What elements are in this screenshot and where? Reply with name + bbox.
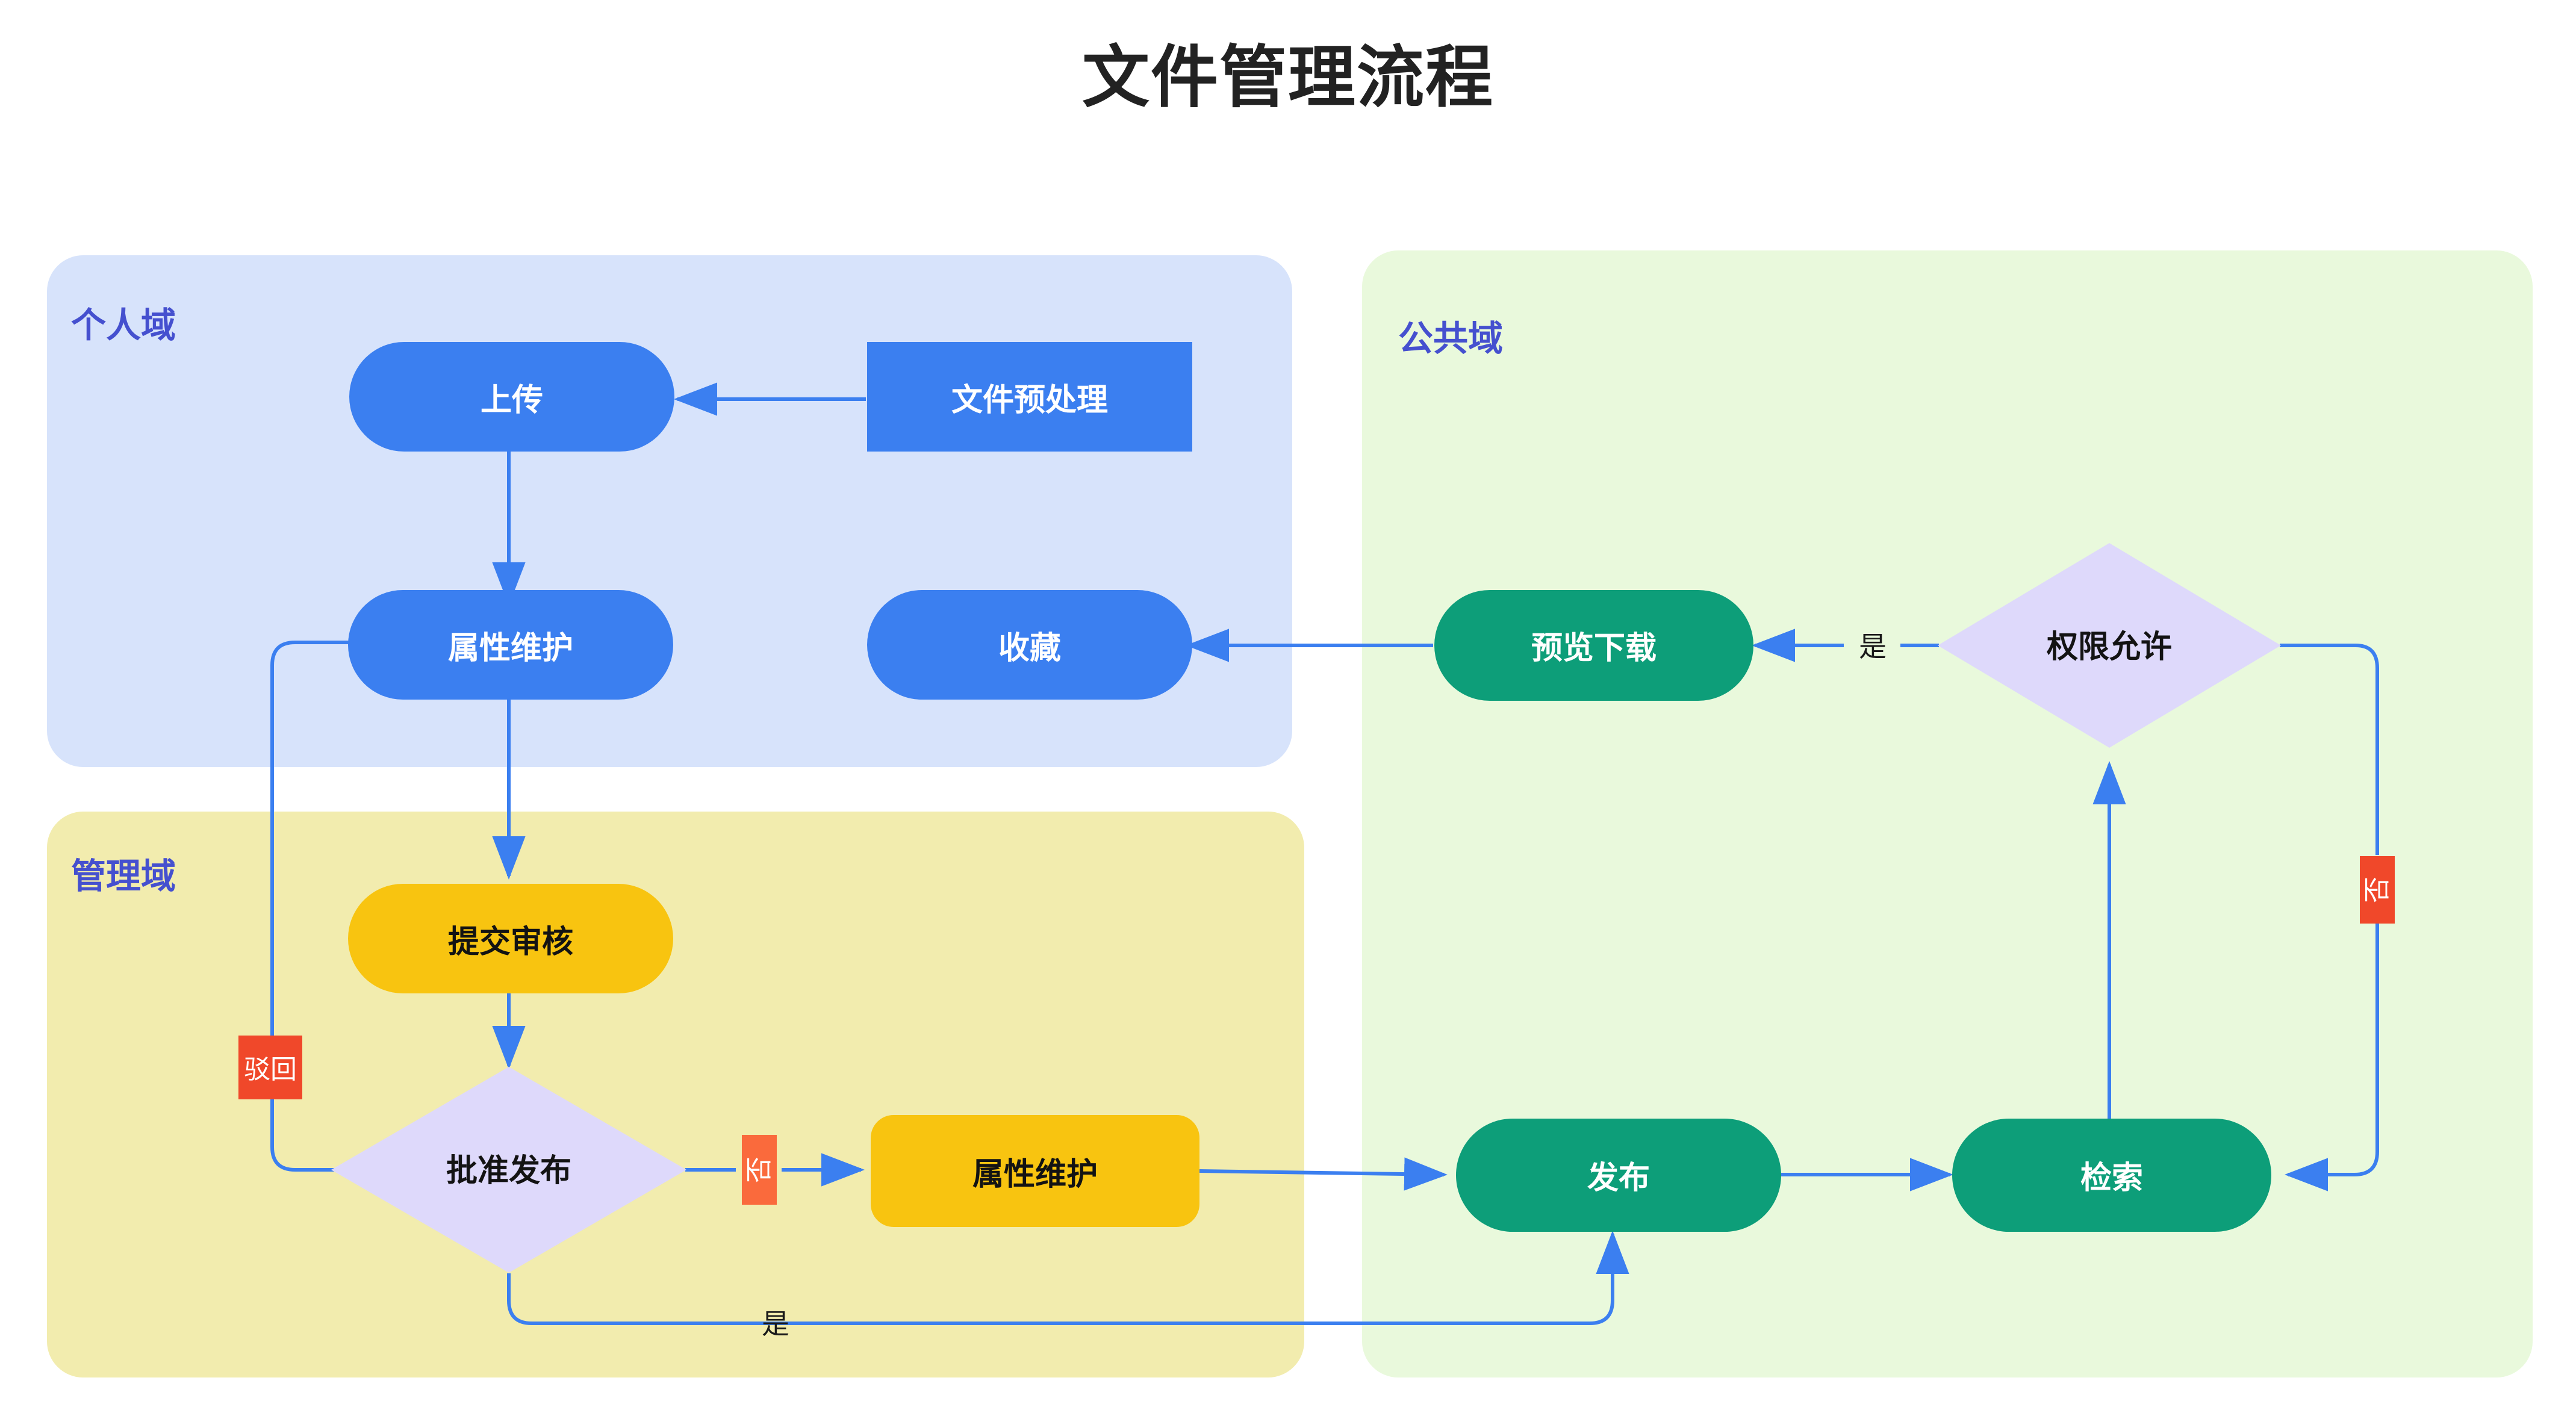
edge-approve-to-attr1-reject bbox=[270, 626, 443, 1172]
node-submit-review[interactable]: 提交审核 bbox=[348, 884, 673, 993]
node-preprocess[interactable]: 文件预处理 bbox=[867, 342, 1192, 452]
node-permission-label: 权限允许 bbox=[2046, 630, 2172, 665]
cluster-management-domain: 管理域 bbox=[47, 812, 1304, 1377]
edge-label-approve-no: 否 bbox=[742, 1135, 777, 1205]
node-upload[interactable]: 上传 bbox=[349, 342, 674, 452]
edge-label-approve-no-text: 否 bbox=[745, 1157, 774, 1183]
edge-label-permission-no-text: 否 bbox=[2363, 877, 2392, 903]
cluster-label-public: 公共域 bbox=[1398, 319, 1503, 358]
page-title: 文件管理流程 bbox=[1082, 40, 1494, 115]
node-search-label: 检索 bbox=[2080, 1161, 2143, 1196]
cluster-label-management: 管理域 bbox=[71, 857, 176, 896]
edge-label-reject: 驳回 bbox=[238, 1036, 302, 1099]
node-upload-label: 上传 bbox=[481, 383, 543, 418]
node-approve-publish-decision[interactable]: 批准发布 bbox=[331, 1067, 686, 1273]
edge-permission-to-search-lower bbox=[2285, 903, 2379, 1191]
cluster-public-domain: 公共域 bbox=[1362, 250, 2533, 1377]
node-preview-label: 预览下载 bbox=[1531, 631, 1657, 666]
node-approve-label: 批准发布 bbox=[446, 1154, 571, 1188]
edge-label-permission-no: 否 bbox=[2360, 856, 2395, 924]
edge-attr2-to-publish bbox=[1199, 1157, 1448, 1191]
edge-permission-to-search-upper bbox=[2280, 644, 2379, 855]
node-attribute-maintenance-personal[interactable]: 属性维护 bbox=[348, 590, 673, 700]
node-preview-download[interactable]: 预览下载 bbox=[1434, 590, 1753, 701]
node-preprocess-label: 文件预处理 bbox=[951, 383, 1108, 418]
node-submit-label: 提交审核 bbox=[448, 925, 573, 960]
edge-label-reject-text: 驳回 bbox=[244, 1055, 297, 1084]
cluster-label-personal: 个人域 bbox=[71, 306, 176, 345]
node-attribute-maintenance-management[interactable]: 属性维护 bbox=[871, 1115, 1199, 1227]
edge-label-approve-yes: 是 bbox=[762, 1308, 789, 1340]
edge-approve-to-publish-yes bbox=[507, 1231, 1629, 1325]
node-attr1-label: 属性维护 bbox=[448, 631, 573, 666]
node-publish[interactable]: 发布 bbox=[1456, 1119, 1781, 1232]
edge-label-permission-yes: 是 bbox=[1859, 631, 1887, 662]
node-favorite[interactable]: 收藏 bbox=[867, 590, 1192, 700]
node-attr2-label: 属性维护 bbox=[972, 1157, 1098, 1192]
node-publish-label: 发布 bbox=[1587, 1161, 1650, 1196]
node-favorite-label: 收藏 bbox=[998, 631, 1061, 666]
node-search[interactable]: 检索 bbox=[1952, 1119, 2271, 1232]
node-permission-allowed-decision[interactable]: 权限允许 bbox=[1938, 543, 2281, 748]
